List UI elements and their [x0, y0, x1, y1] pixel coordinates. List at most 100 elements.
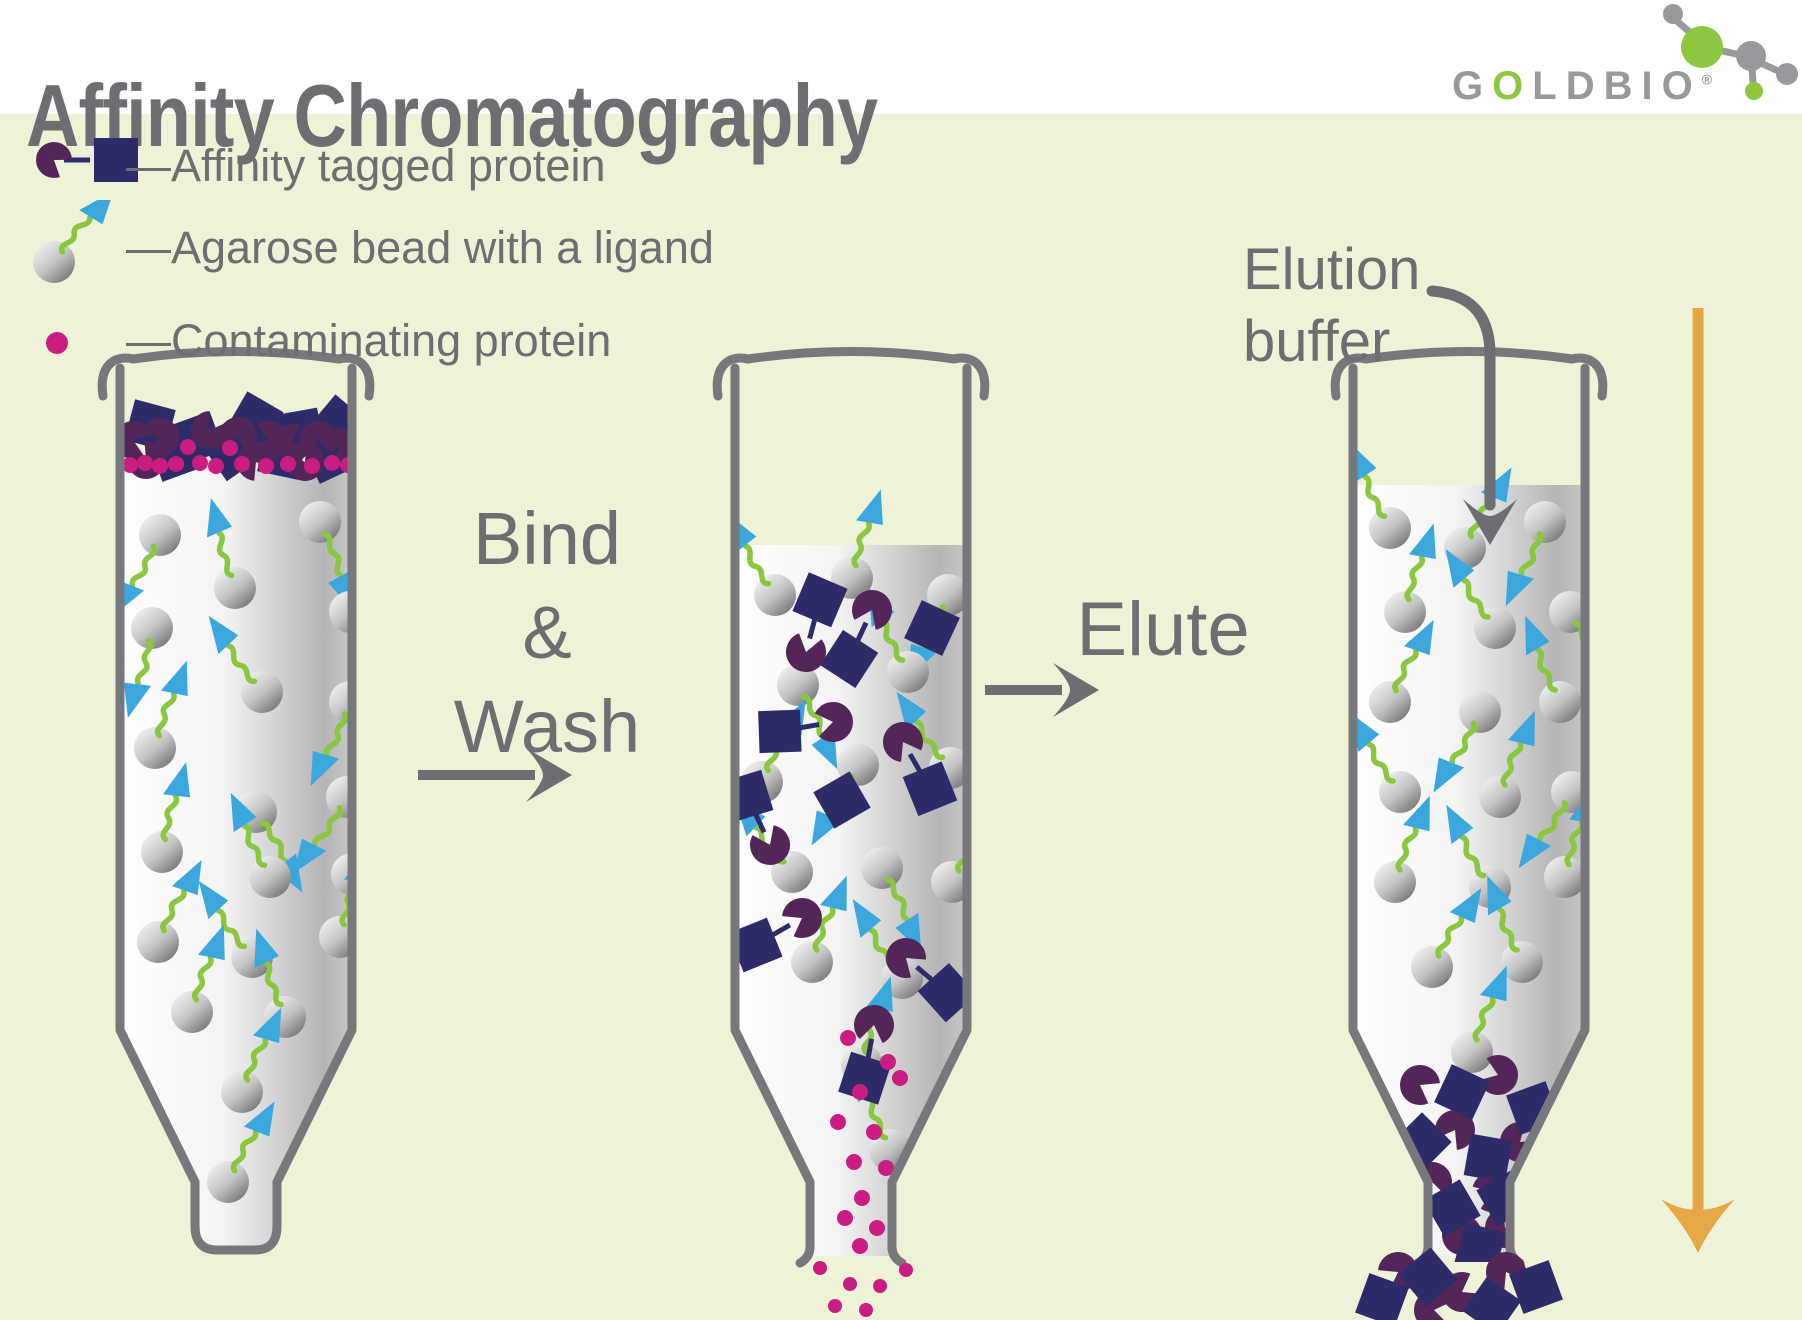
tagged-protein-pacman [35, 141, 72, 178]
contaminating-protein-dot [828, 1299, 842, 1313]
agarose-bead [1384, 523, 1436, 633]
column-rim [97, 347, 375, 401]
agarose-bead [1374, 795, 1430, 903]
ligand [1395, 795, 1430, 873]
ligand [812, 875, 847, 953]
contaminating-protein-dot [258, 458, 274, 474]
agarose-bead [299, 501, 352, 610]
contaminating-protein-dot [869, 1220, 885, 1236]
tagged-protein-pacman [237, 443, 275, 481]
contaminating-protein-dot [813, 1261, 827, 1275]
goldbio-logo-text: GOLDBIO® [1452, 64, 1712, 109]
page-title: Affinity Chromatography [26, 65, 878, 165]
process-arrows [418, 285, 1735, 1253]
agarose-bead [791, 875, 847, 983]
agarose-bead [1353, 713, 1421, 813]
bind-wash-label: Bind & Wash [402, 492, 692, 774]
ligand [243, 1007, 282, 1083]
contaminating-protein-dot [122, 457, 138, 473]
contaminating-protein-dot [208, 458, 224, 474]
contaminating-protein-dot [852, 1238, 868, 1254]
tagged-protein-pacman [1435, 1110, 1475, 1150]
agarose-bead [1525, 615, 1581, 723]
contaminating-protein-dot [843, 1277, 857, 1291]
agarose-bead [141, 762, 191, 873]
logo-node-green-small [1745, 82, 1763, 100]
affinity-tag-square [792, 572, 848, 628]
bind-wash-line1: Bind [472, 497, 622, 580]
agarose-bead [1369, 619, 1434, 723]
column-3-liquid [1353, 485, 1585, 1256]
logo-node-gray [1663, 4, 1683, 24]
agarose-bead [137, 859, 202, 963]
tagged-protein-pacman [883, 722, 923, 762]
ligand [192, 924, 225, 1003]
affinity-tag-square [1509, 1260, 1563, 1314]
ligand [230, 1101, 275, 1174]
column-2-contents [735, 489, 967, 1254]
ligand [1404, 523, 1436, 603]
affinity-tag-square [904, 600, 960, 656]
contaminating-protein-dot [152, 458, 168, 474]
contaminating-protein-dot [852, 1084, 868, 1100]
ligand [160, 859, 202, 934]
arrowhead [526, 748, 572, 802]
legend-label-affinity-tagged-protein: —Affinity tagged protein [126, 140, 606, 191]
contaminating-protein-dot [324, 455, 340, 471]
contaminating-protein-dot [234, 456, 250, 472]
ligand [293, 804, 344, 874]
elution-buffer-arrow-stem [1426, 285, 1496, 511]
agarose-bead [1451, 965, 1507, 1073]
bind-wash-line3: Wash [453, 685, 641, 768]
ligand [851, 489, 883, 569]
contaminating-protein-dot [137, 455, 153, 471]
contaminating-protein-dot [878, 1160, 894, 1176]
logo-node-gray [1736, 41, 1766, 71]
column-1-liquid [120, 470, 352, 1250]
ligand [230, 792, 268, 868]
ligand [896, 691, 946, 761]
contaminating-protein-dot [854, 1190, 870, 1206]
legend-label-agarose-bead: —Agarose bead with a ligand [126, 222, 714, 273]
column-body [115, 363, 357, 1255]
legend-bead-shape [33, 200, 114, 283]
contaminating-protein-dot [304, 458, 320, 474]
washed-out-contaminants [813, 1261, 913, 1317]
affinity-tag-square [1462, 1276, 1522, 1320]
ligand [1446, 804, 1487, 879]
contaminating-protein-dot [892, 1070, 908, 1086]
ligand [955, 830, 967, 874]
agarose-bead [230, 792, 291, 898]
arrowhead [1463, 499, 1517, 545]
tagged-protein-pacman [852, 590, 892, 630]
agarose-bead [171, 924, 225, 1033]
affinity-tag-square [1355, 1273, 1409, 1320]
logo-letter: B [1603, 64, 1642, 108]
contaminating-protein-icon [46, 332, 68, 354]
contaminating-protein-dot [873, 1279, 887, 1293]
affinity-tagged-protein [735, 898, 822, 973]
ligand [1487, 875, 1520, 953]
affinity-tag-square [820, 629, 879, 688]
affinity-tag-square [813, 771, 871, 829]
contaminating-protein-dot [846, 1154, 862, 1170]
elution-buffer-line2: buffer [1243, 309, 1391, 374]
ligand [208, 615, 258, 685]
affinity-tagged-protein [735, 769, 790, 865]
contaminating-protein-dot [222, 440, 238, 456]
tagged-protein-pacman [786, 633, 826, 672]
contaminating-protein-dot [899, 1263, 913, 1277]
logo-letter: I [1641, 64, 1662, 108]
tagged-protein-pacman [814, 702, 853, 742]
tagged-protein-pacman [854, 1005, 894, 1044]
column-body-left [730, 363, 815, 1268]
logo-letter: G [1452, 64, 1493, 108]
affinity-tagged-protein [820, 590, 892, 688]
contaminating-protein-dot [837, 1210, 853, 1226]
tagged-protein-pacman [1478, 1055, 1518, 1095]
affinity-tagged-protein [838, 1005, 894, 1105]
ligand [155, 660, 188, 739]
agarose-bead [293, 776, 352, 874]
legend-tagged-protein-shape [35, 138, 138, 182]
